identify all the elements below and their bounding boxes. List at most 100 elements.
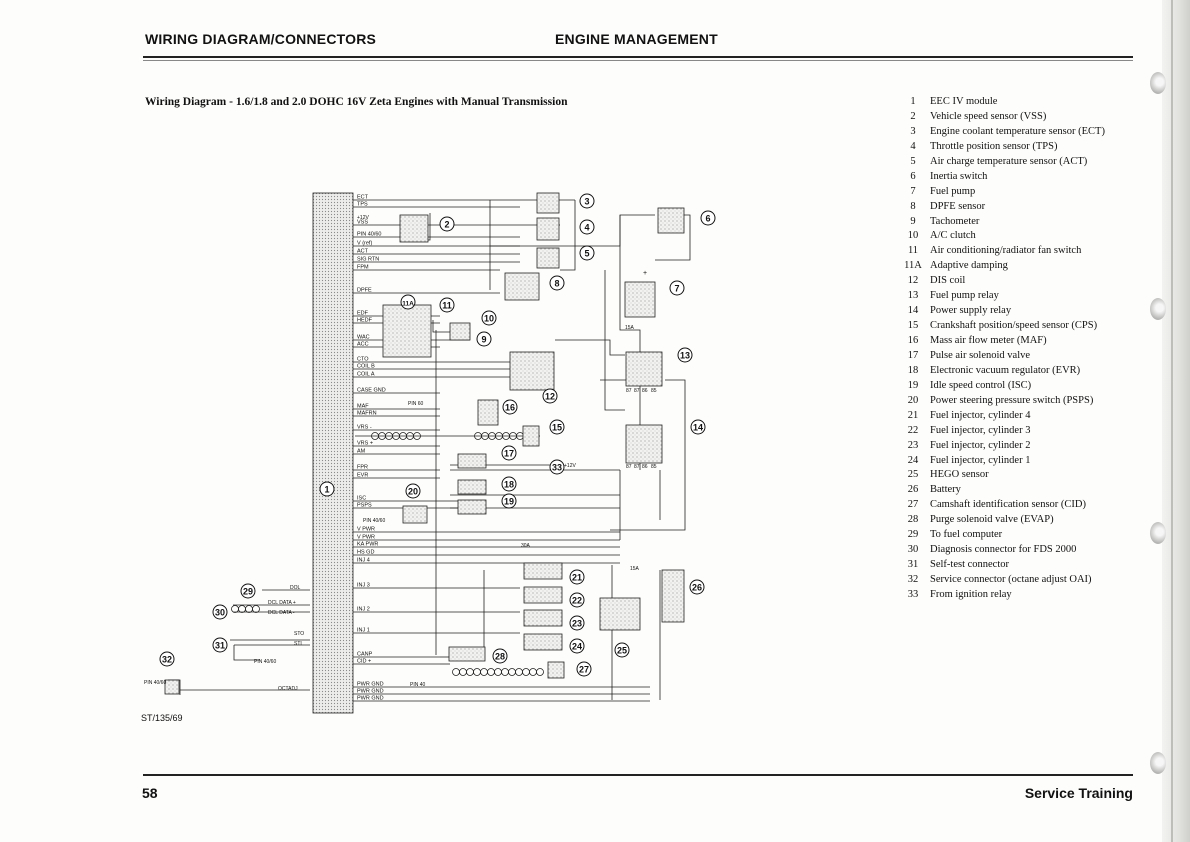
footer-rule: [143, 774, 1133, 776]
signal-label: PIN 40/60: [363, 518, 385, 524]
legend-label: Air conditioning/radiator fan switch: [930, 245, 1082, 257]
legend-number: 20: [907, 394, 919, 406]
callout-number: 26: [692, 583, 702, 593]
callout-circle: [159, 651, 175, 667]
legend-number: 3: [910, 125, 916, 137]
callout-number: 21: [572, 573, 582, 583]
component-box: [448, 646, 486, 662]
legend-number: 28: [907, 514, 919, 526]
callout-circle: [501, 445, 517, 461]
callout-circle: [400, 294, 416, 310]
coil-loop: [480, 668, 488, 676]
signal-label: ECT: [357, 195, 369, 201]
legend-label: HEGO sensor: [930, 469, 989, 481]
coil-loop: [529, 668, 537, 676]
legend-number: 7: [910, 185, 916, 197]
signal-label: 85: [651, 464, 657, 470]
component-box: [523, 586, 563, 604]
component-box: [477, 399, 499, 426]
component-box: [657, 207, 685, 234]
legend-number: 18: [907, 364, 919, 376]
component-box: [399, 214, 429, 243]
signal-label: DOL: [290, 585, 301, 591]
legend-number: 2: [910, 110, 916, 122]
signal-label: EDF: [357, 311, 369, 317]
callout-number: 4: [584, 223, 589, 233]
callout-number: 5: [584, 249, 589, 259]
legend-number: 10: [907, 230, 919, 242]
signal-label: PSPS: [357, 503, 372, 509]
legend-number: 25: [907, 469, 919, 481]
callout-number: 2: [444, 220, 449, 230]
legend-label: DPFE sensor: [930, 200, 986, 212]
legend-label: Vehicle speed sensor (VSS): [930, 110, 1047, 122]
callout-number: 9: [481, 335, 486, 345]
coil-loop: [515, 668, 523, 676]
callout-circle: [240, 583, 256, 599]
legend-number: 14: [907, 305, 919, 317]
signal-label: PIN 40/60: [254, 659, 276, 665]
legend-label: Tachometer: [930, 215, 980, 227]
component-box: [523, 609, 563, 627]
component-box: [382, 304, 432, 358]
legend-number: 13: [907, 290, 919, 302]
legend-label: Fuel pump: [930, 185, 976, 197]
coil-loop: [508, 668, 516, 676]
callout-circle: [481, 310, 497, 326]
callout-number: 13: [680, 351, 690, 361]
legend-label: From ignition relay: [930, 588, 1012, 600]
page-number: 58: [142, 785, 158, 801]
callout-circle: [439, 216, 455, 232]
callout-circle: [549, 459, 565, 475]
legend-number: 23: [907, 439, 919, 451]
callout-circle: [319, 481, 335, 497]
signal-label: TPS: [357, 202, 368, 208]
legend-label: Adaptive damping: [930, 260, 1008, 272]
wire: [604, 270, 625, 411]
header-chapter-title: ENGINE MANAGEMENT: [555, 31, 718, 47]
signal-label: INJ 3: [357, 583, 370, 589]
signal-label: FPM: [357, 265, 369, 271]
legend-row: 2 Vehicle speed sensor (VSS): [897, 110, 1105, 125]
callout-circle: [542, 388, 558, 404]
legend-row: 17 Pulse air solenoid valve: [897, 349, 1105, 364]
signal-label: PIN 60: [408, 401, 424, 407]
legend-label: Throttle position sensor (TPS): [930, 140, 1058, 152]
legend-label: Fuel injector, cylinder 4: [930, 409, 1031, 421]
signal-label: 86: [642, 388, 648, 394]
callout-number: 18: [504, 480, 514, 490]
signal-label: +12V: [357, 215, 369, 221]
punch-hole: [1150, 752, 1166, 774]
callout-number: 25: [617, 646, 627, 656]
legend-label: EEC IV module: [930, 96, 998, 107]
wire: [555, 339, 625, 356]
signal-label: 85: [651, 388, 657, 394]
callout-number: 1: [324, 485, 329, 495]
legend-number: 17: [907, 349, 919, 361]
legend-label: Mass air flow meter (MAF): [930, 335, 1047, 346]
component-box: [547, 661, 565, 679]
signal-label: ACT: [357, 249, 369, 255]
legend-label: Idle speed control (ISC): [930, 379, 1032, 391]
callout-circle: [614, 642, 630, 658]
signal-label: VRS -: [357, 425, 372, 431]
legend-label: Pulse air solenoid valve: [930, 349, 1031, 361]
signal-label: KA PWR: [357, 542, 378, 548]
component-box: [536, 217, 560, 241]
legend-label: Battery: [930, 484, 961, 496]
signal-label: ISC: [357, 496, 366, 502]
signal-label: 87: [626, 388, 632, 394]
coil-loop: [452, 668, 460, 676]
callout-number: 29: [243, 587, 253, 597]
